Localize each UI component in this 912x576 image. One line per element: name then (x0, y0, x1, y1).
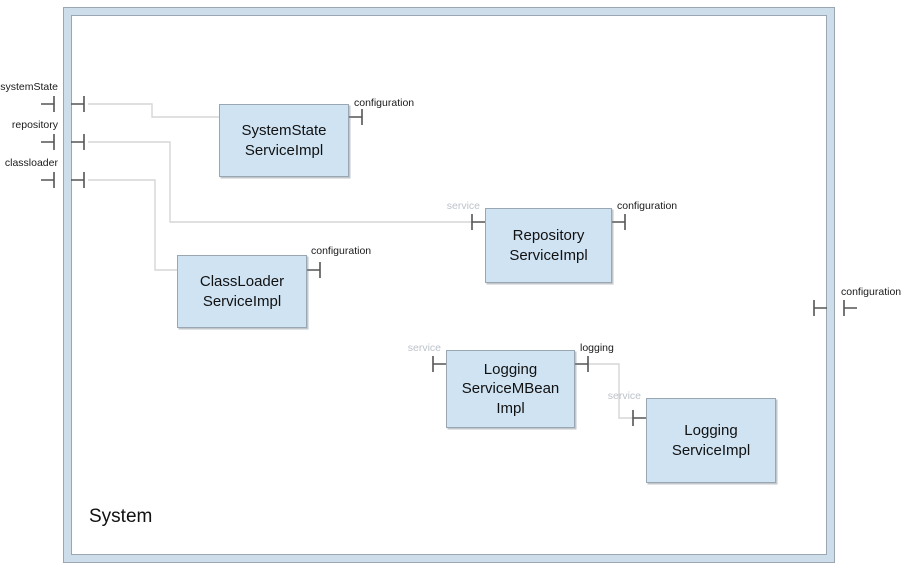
boundary-port-systemState-outer[interactable] (41, 96, 55, 112)
port-label-clsi-configuration: configuration (311, 245, 372, 257)
boundary-port-label-configuration: configuration (841, 286, 902, 298)
boundary-port-configuration-outer[interactable] (843, 300, 857, 316)
port-label-rsi-service: service (446, 200, 480, 212)
system-title: System (89, 506, 153, 527)
boundary-port-repository-outer[interactable] (41, 134, 55, 150)
boundary-port-label-classloader: classloader (4, 157, 58, 169)
boundary-port-label-repository: repository (11, 119, 58, 131)
port-label-ssi-configuration: configuration (354, 97, 415, 109)
port-label-lsi-service: service (607, 390, 641, 402)
port-label-lsmb-logging: logging (580, 342, 614, 354)
boundary-port-label-systemState: systemState (0, 81, 58, 93)
port-label-lsmb-service: service (407, 342, 441, 354)
boundary-port-classloader-outer[interactable] (41, 172, 55, 188)
port-label-rsi-configuration: configuration (617, 200, 678, 212)
